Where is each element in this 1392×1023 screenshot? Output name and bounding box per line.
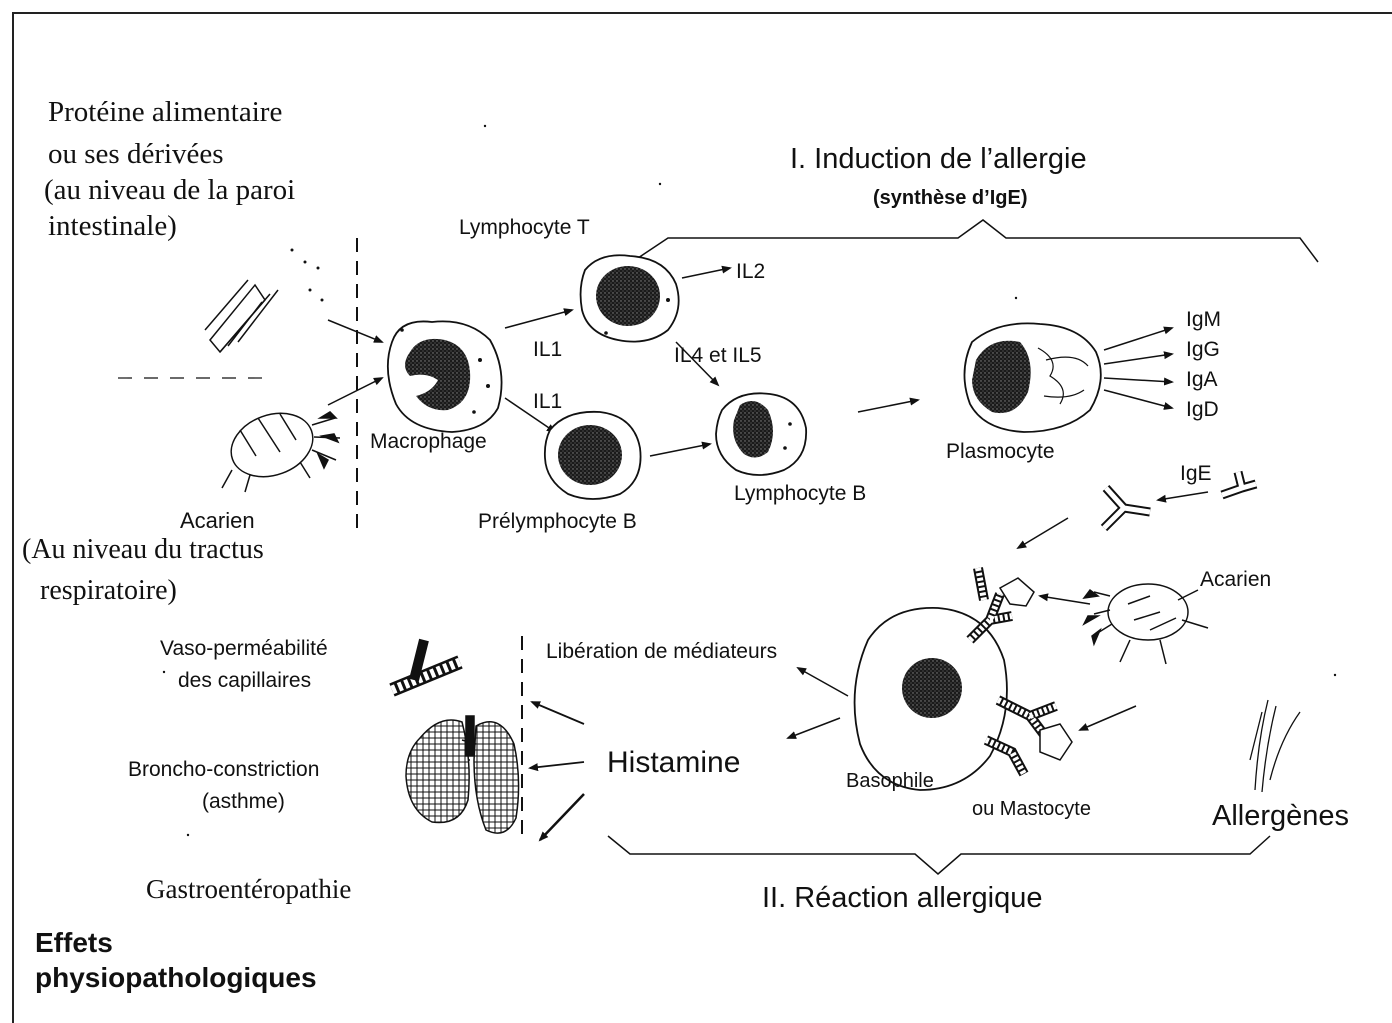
label-acarien-right: Acarien [1200, 568, 1271, 592]
intro-line-2: ou ses dérivées [48, 138, 224, 171]
label-il1-bottom: IL1 [533, 390, 562, 414]
label-ige: IgE [1180, 462, 1212, 486]
allergen-fibers [1250, 700, 1300, 792]
effects-title-line-1: Effets [35, 927, 113, 959]
label-vaso-line-1: Vaso-perméabilité [160, 637, 328, 661]
mite-left [222, 402, 340, 492]
induction-subtitle: (synthèse d’IgE) [873, 187, 1027, 210]
label-plasmocyte: Plasmocyte [946, 440, 1055, 464]
label-igd: IgD [1186, 398, 1219, 422]
label-broncho-line-2: (asthme) [202, 790, 285, 814]
label-histamine: Histamine [607, 746, 740, 781]
basophile-cell [855, 568, 1072, 790]
label-prelymphocyte-b: Prélymphocyte B [478, 510, 637, 534]
label-allergenes: Allergènes [1212, 800, 1349, 833]
label-liberation-mediateurs: Libération de médiateurs [546, 640, 777, 664]
food-protein-drawing [205, 280, 278, 352]
reaction-title: II. Réaction allergique [762, 882, 1043, 915]
capillary-drawing [392, 640, 460, 690]
macrophage-cell [388, 321, 502, 432]
dots-cluster [291, 249, 324, 302]
respiratory-line-2: respiratoire) [40, 575, 177, 607]
label-il4-il5: IL4 et IL5 [674, 344, 762, 368]
lungs-drawing [406, 716, 519, 833]
reaction-brace [608, 836, 1270, 874]
respiratory-line-1: (Au niveau du tractus [22, 534, 264, 566]
induction-title: I. Induction de l’allergie [790, 143, 1087, 176]
lymphocyte-t-cell [581, 255, 679, 341]
mite-right [1084, 584, 1208, 664]
intro-line-3: (au niveau de la paroi [44, 174, 295, 207]
label-igm: IgM [1186, 308, 1221, 332]
label-macrophage: Macrophage [370, 430, 487, 454]
label-basophile: Basophile [846, 770, 934, 793]
effects-title-line-2: physiopathologiques [35, 962, 317, 994]
label-il1-top: IL1 [533, 338, 562, 362]
prelymphocyte-b-cell [545, 412, 641, 499]
label-acarien-left: Acarien [180, 508, 255, 533]
label-broncho-line-1: Broncho-constriction [128, 758, 319, 782]
label-igg: IgG [1186, 338, 1220, 362]
label-gastro: Gastroentéropathie [146, 874, 351, 905]
induction-brace [632, 220, 1318, 262]
plasmocyte-cell [964, 323, 1100, 432]
label-lymphocyte-t: Lymphocyte T [459, 216, 590, 240]
label-lymphocyte-b: Lymphocyte B [734, 482, 866, 506]
ige-antibody-1-inner [1222, 472, 1256, 495]
label-mastocyte: ou Mastocyte [972, 798, 1091, 821]
label-vaso-line-2: des capillaires [178, 669, 311, 693]
specks [163, 125, 1336, 836]
lymphocyte-b-cell [716, 393, 806, 475]
intro-line-1: Protéine alimentaire [48, 96, 282, 129]
label-il2: IL2 [736, 260, 765, 284]
intro-line-4: intestinale) [48, 210, 177, 243]
label-iga: IgA [1186, 368, 1218, 392]
